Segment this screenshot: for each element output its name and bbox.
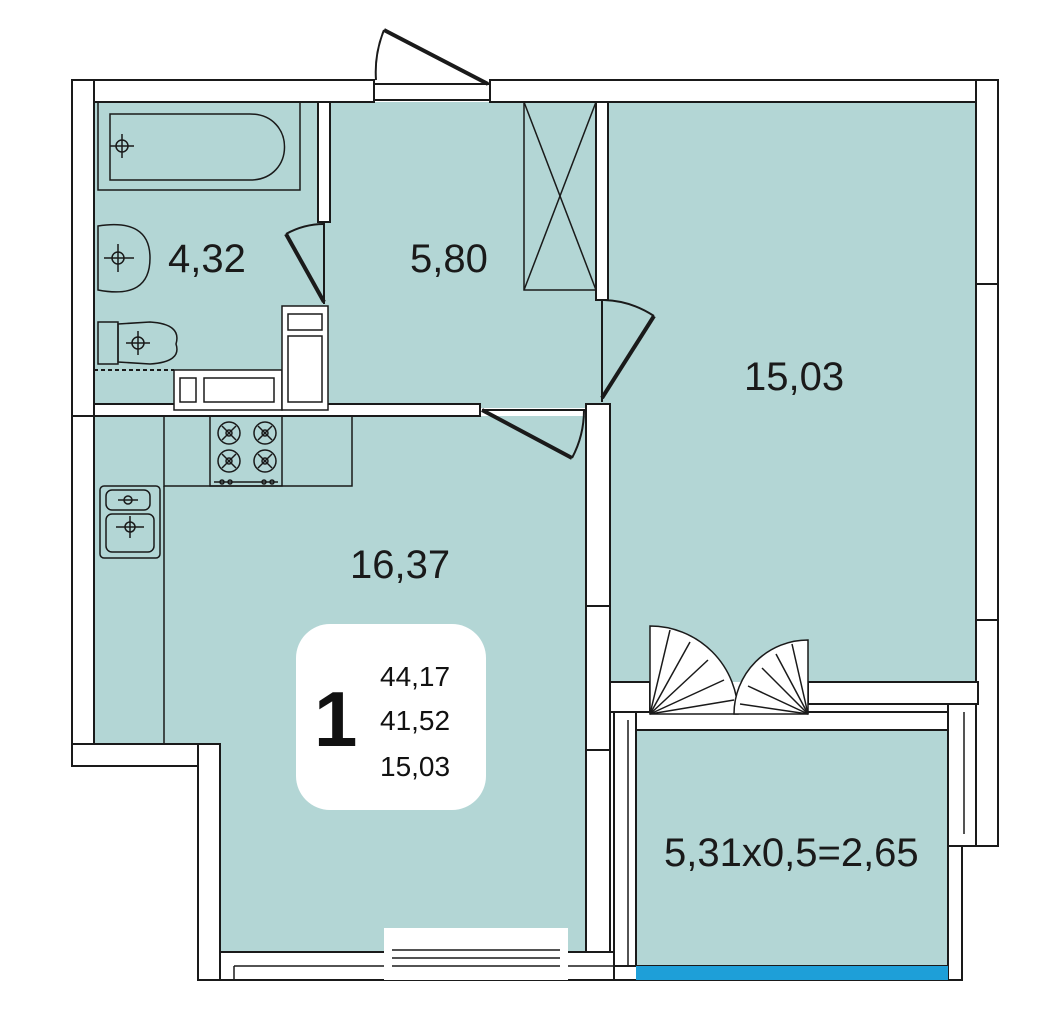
bedroom-area-label: 15,03: [744, 355, 844, 399]
bedroom-door-icon: [600, 299, 656, 402]
summary-badge-bg: [296, 624, 486, 810]
wall-bed-balcony-right: [807, 681, 979, 705]
wall-top-left: [71, 79, 375, 103]
balcony-door-right-icon: [733, 639, 809, 715]
rooms-count: 1: [314, 675, 357, 763]
living-area: 15,03: [380, 751, 450, 782]
balcony-area-label: 5,31x0,5=2,65: [664, 831, 919, 875]
wall-left-upper: [71, 79, 95, 417]
wall-bed-kitchen: [585, 403, 611, 955]
wall-top-right: [489, 79, 999, 103]
toilet-icon: [97, 321, 178, 365]
hall-area-label: 5,80: [410, 237, 488, 281]
bathroom-area-label: 4,32: [168, 237, 246, 281]
balcony-glazing: [636, 966, 948, 980]
total-area: 44,17: [380, 661, 450, 692]
entrance-door-icon: [373, 28, 491, 101]
kitchen-living-area-label: 16,37: [350, 543, 450, 587]
bedroom-floor: [602, 102, 978, 682]
wall-right-mid: [975, 283, 999, 621]
washing-machine-icon: [173, 369, 283, 411]
balcony-wall-left: [613, 711, 637, 969]
kitchen-sink-icon: [99, 485, 161, 559]
wall-hall-bedroom: [595, 101, 609, 301]
wall-left-lower: [71, 415, 95, 745]
fridge-icon: [281, 305, 329, 411]
wardrobe-icon: [523, 101, 597, 291]
window-icon: [384, 928, 568, 980]
bathroom-door-icon: [284, 222, 326, 304]
washbasin-icon: [97, 223, 151, 293]
balcony-floor: [636, 730, 948, 966]
hall-floor: [330, 102, 602, 408]
balcony-wall-right-outer: [947, 845, 963, 981]
wall-right-top: [975, 79, 999, 285]
wall-bath-hall: [317, 101, 331, 223]
room-floors: [94, 102, 978, 966]
wall-right-low: [975, 619, 999, 847]
wall-left-bottom: [197, 743, 221, 981]
kitchen-door-icon: [481, 408, 586, 460]
stove-icon: [209, 415, 283, 487]
balcony-wall-right: [947, 703, 977, 847]
summary-badge: 1 44,17 41,52 15,03: [296, 624, 486, 810]
living-total: 41,52: [380, 705, 450, 736]
wall-bed-balcony-left: [609, 681, 651, 713]
bathtub-icon: [97, 101, 301, 191]
